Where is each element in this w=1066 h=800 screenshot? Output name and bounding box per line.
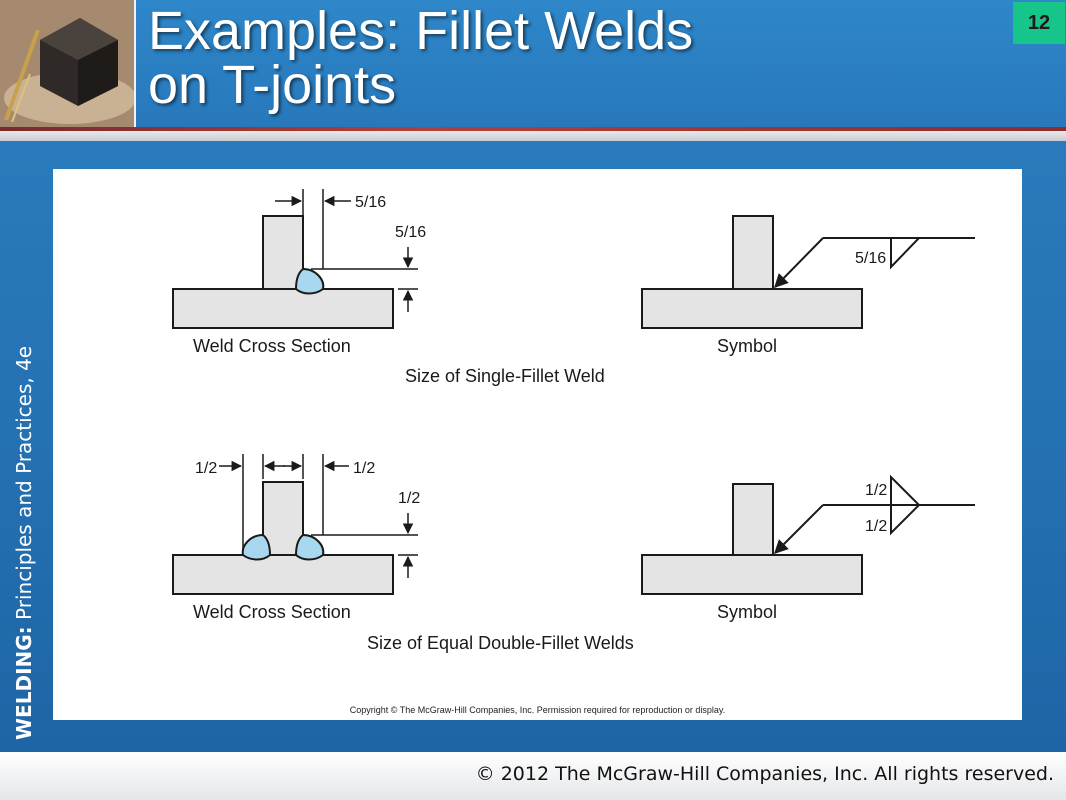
- single-weld-symbol: 5/16 Symbol: [641, 215, 975, 356]
- double-dim-vertical: 1/2: [398, 490, 420, 507]
- single-cross-section: 5/16 5/16 Weld Cross Section: [172, 189, 426, 356]
- double-symbol-label: Symbol: [717, 602, 777, 622]
- single-cross-section-label: Weld Cross Section: [193, 336, 351, 356]
- weld-bead-shape: [294, 267, 325, 295]
- fillet-weld-diagram: 5/16 5/16 Weld Cross Section 5/16 Symbol…: [172, 189, 975, 653]
- single-caption: Size of Single-Fillet Weld: [405, 366, 605, 386]
- fillet-symbol-triangle: [890, 237, 922, 270]
- double-weld-symbol: 1/2 1/2 Symbol: [641, 474, 975, 622]
- double-symbol-size-top: 1/2: [865, 482, 887, 499]
- slide-number: 12: [1013, 2, 1065, 44]
- single-dim-vertical: 5/16: [395, 224, 426, 241]
- book-title-vertical: WELDING: Principles and Practices, 4e: [4, 260, 44, 740]
- footer-copyright: © 2012 The McGraw-Hill Companies, Inc. A…: [475, 763, 1054, 785]
- header-bar: [0, 0, 1066, 128]
- weld-bead-right: [294, 533, 325, 561]
- double-symbol-size-bottom: 1/2: [865, 518, 887, 535]
- header-rule: [0, 127, 1066, 131]
- book-subtitle: Principles and Practices, 4e: [12, 345, 36, 627]
- weld-bead-left: [241, 533, 272, 561]
- single-symbol-size: 5/16: [855, 250, 886, 267]
- double-caption: Size of Equal Double-Fillet Welds: [367, 633, 634, 653]
- slide-title-line-2: on T-joints: [148, 55, 397, 115]
- welding-helmet-icon: [0, 0, 134, 128]
- double-dim-right: 1/2: [353, 460, 375, 477]
- slide-title: Examples: Fillet Welds on T-joints: [148, 4, 693, 112]
- figure-copyright: Copyright © The McGraw-Hill Companies, I…: [349, 705, 726, 715]
- double-dim-left: 1/2: [195, 460, 217, 477]
- single-symbol-label: Symbol: [717, 336, 777, 356]
- double-cross-section-label: Weld Cross Section: [193, 602, 351, 622]
- double-cross-section: 1/2 1/2 1/2 Weld Cross Section: [172, 454, 420, 622]
- double-fillet-symbol-triangles: [890, 474, 921, 536]
- book-cover-logo: [0, 0, 136, 128]
- header-rule-light: [0, 131, 1066, 141]
- slide-title-line-1: Examples: Fillet Welds: [148, 1, 694, 61]
- weld-figure-panel: 5/16 5/16 Weld Cross Section 5/16 Symbol…: [53, 169, 1022, 720]
- footer-bar: [0, 752, 1066, 800]
- single-dim-horizontal: 5/16: [355, 194, 386, 211]
- book-title: WELDING:: [12, 626, 36, 740]
